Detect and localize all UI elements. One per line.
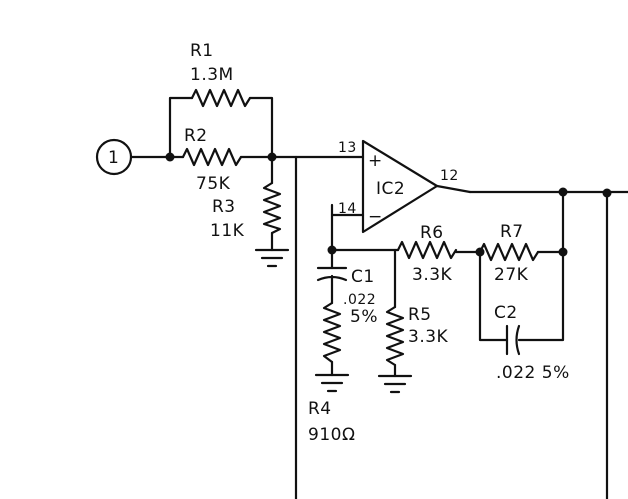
r5-name: R5: [408, 305, 432, 325]
opamp-pin-out: 12: [440, 168, 459, 184]
c2-value: .022 5%: [496, 363, 570, 383]
resistor-r2: R2 75K: [181, 126, 243, 194]
capacitor-c1: C1 .022 5%: [316, 266, 378, 327]
junction-dot: [602, 188, 612, 198]
junction-dot: [558, 187, 568, 197]
r1-value: 1.3M: [190, 65, 234, 85]
r4-value: 910Ω: [308, 425, 355, 445]
wires: [129, 96, 628, 499]
resistor-r1: R1 1.3M: [190, 41, 252, 108]
r3-name: R3: [212, 197, 236, 217]
r5-value: 3.3K: [408, 327, 449, 347]
c1-name: C1: [351, 267, 375, 287]
r2-name: R2: [184, 126, 208, 146]
r7-value: 27K: [494, 265, 529, 285]
opamp-ic2: + − IC2 13 14 12: [338, 139, 459, 234]
c2-name: C2: [494, 303, 518, 323]
ground-symbol: [377, 374, 413, 394]
junction-dot: [165, 152, 175, 162]
r3-value: 11K: [210, 221, 245, 241]
resistor-r6: R6 3.3K: [396, 223, 458, 285]
ground-symbol: [314, 373, 350, 393]
c1-tolerance: 5%: [350, 307, 378, 327]
c1-value: .022: [343, 292, 376, 308]
opamp-name: IC2: [376, 179, 405, 199]
ground-symbol: [254, 248, 290, 268]
opamp-minus-sign: −: [368, 207, 383, 227]
junction-dot: [558, 247, 568, 257]
opamp-plus-sign: +: [368, 151, 383, 171]
r6-value: 3.3K: [412, 265, 453, 285]
junctions: [165, 152, 612, 257]
resistor-r4: R4 910Ω: [308, 301, 355, 445]
opamp-pin-plus: 13: [338, 140, 357, 156]
r4-name: R4: [308, 399, 332, 419]
input-terminal-label: 1: [108, 148, 119, 168]
resistor-r5: R5 3.3K: [385, 305, 449, 367]
r1-name: R1: [190, 41, 214, 61]
junction-dot: [267, 152, 277, 162]
junction-dot: [327, 245, 337, 255]
resistor-r7: R7 27K: [478, 222, 540, 285]
resistor-r3: R3 11K: [210, 181, 282, 241]
capacitor-c2: C2 .022 5%: [494, 303, 570, 383]
r7-name: R7: [500, 222, 524, 242]
r6-name: R6: [420, 223, 444, 243]
r2-value: 75K: [196, 174, 231, 194]
input-terminal: 1: [95, 138, 133, 176]
opamp-pin-minus: 14: [338, 201, 357, 217]
